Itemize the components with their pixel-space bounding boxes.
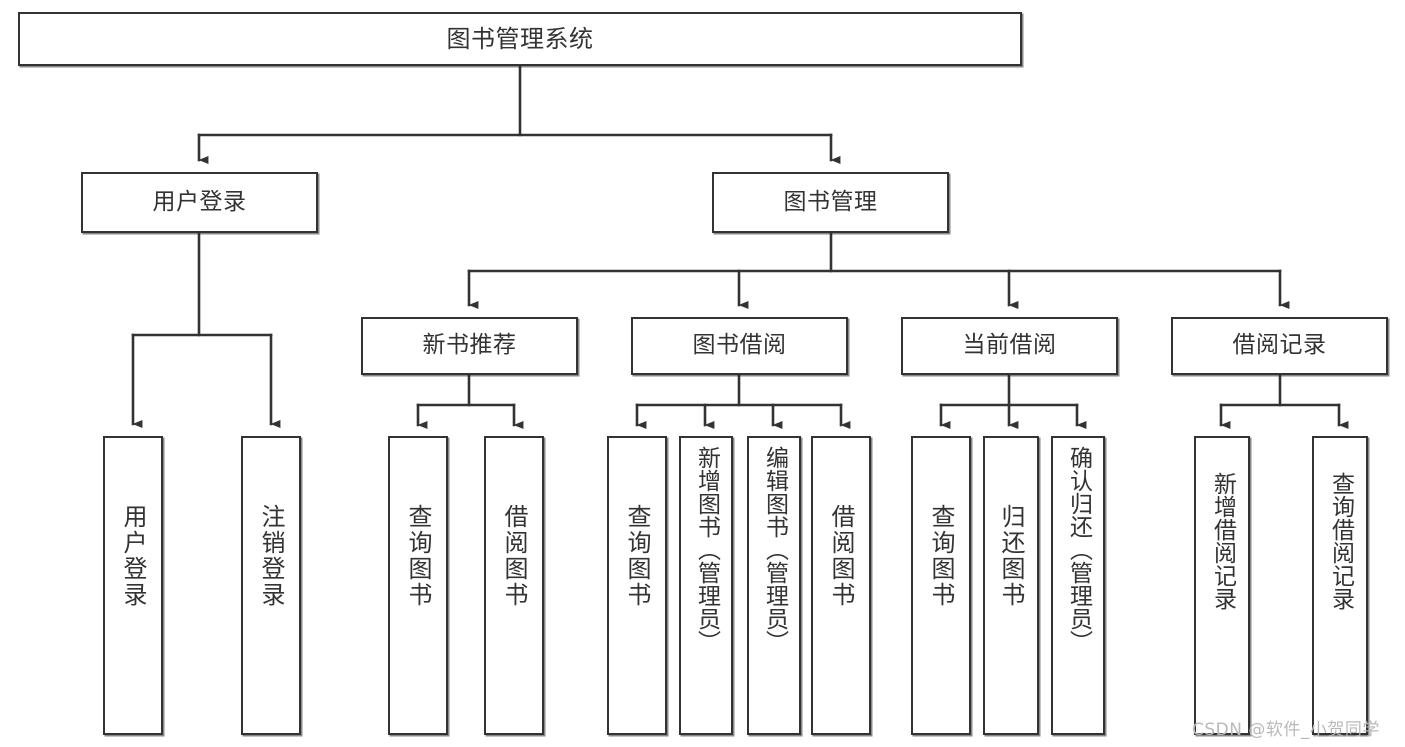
node-book-manage-label: 图书管理 [783,188,878,215]
node-leaf-return-book[interactable]: 归还图书 [983,436,1039,735]
csdn-watermark: CSDN @软件_小贺同学 [1192,720,1380,740]
node-root[interactable]: 图书管理系统 [18,12,1022,66]
node-leaf-add-record[interactable]: 新增借阅记录 [1194,436,1250,735]
node-new-book-rec-label: 新书推荐 [422,332,517,359]
node-leaf-query-book-2[interactable]: 查询图书 [607,436,667,735]
node-leaf-logout-login[interactable]: 注销登录 [241,436,301,735]
node-borrow-record-label: 借阅记录 [1232,332,1327,359]
node-leaf-query-record[interactable]: 查询借阅记录 [1312,436,1368,735]
node-leaf-logout-login-label: 注销登录 [257,504,285,608]
node-leaf-add-book-label: 新增图书（管理员） [693,446,720,653]
node-user-login-label: 用户登录 [152,188,247,215]
node-book-borrow[interactable]: 图书借阅 [631,317,848,375]
node-leaf-edit-book-label: 编辑图书（管理员） [761,446,788,653]
node-leaf-query-book-1[interactable]: 查询图书 [388,436,448,735]
node-leaf-user-login-label: 用户登录 [119,504,147,608]
node-leaf-add-record-label: 新增借阅记录 [1209,472,1236,610]
node-current-borrow[interactable]: 当前借阅 [901,317,1118,375]
node-leaf-borrow-book-2[interactable]: 借阅图书 [811,436,871,735]
node-leaf-borrow-book-1-label: 借阅图书 [500,504,528,608]
node-leaf-user-login[interactable]: 用户登录 [103,436,163,735]
node-book-manage[interactable]: 图书管理 [712,172,949,233]
node-leaf-return-book-label: 归还图书 [997,504,1025,608]
node-leaf-query-book-3[interactable]: 查询图书 [911,436,971,735]
node-leaf-confirm-return[interactable]: 确认归还（管理员） [1051,436,1105,735]
node-leaf-borrow-book-1[interactable]: 借阅图书 [484,436,544,735]
node-borrow-record[interactable]: 借阅记录 [1171,317,1388,375]
node-leaf-borrow-book-2-label: 借阅图书 [827,504,855,608]
node-leaf-query-book-2-label: 查询图书 [623,504,651,608]
node-leaf-edit-book[interactable]: 编辑图书（管理员） [747,436,801,735]
node-leaf-confirm-return-label: 确认归还（管理员） [1065,446,1092,653]
node-leaf-query-record-label: 查询借阅记录 [1327,472,1354,610]
node-leaf-add-book[interactable]: 新增图书（管理员） [679,436,733,735]
node-new-book-rec[interactable]: 新书推荐 [361,317,578,375]
node-root-label: 图书管理系统 [446,24,594,53]
node-leaf-query-book-1-label: 查询图书 [404,504,432,608]
node-current-borrow-label: 当前借阅 [962,332,1057,359]
node-user-login[interactable]: 用户登录 [81,172,318,233]
node-book-borrow-label: 图书借阅 [692,332,787,359]
node-leaf-query-book-3-label: 查询图书 [927,504,955,608]
